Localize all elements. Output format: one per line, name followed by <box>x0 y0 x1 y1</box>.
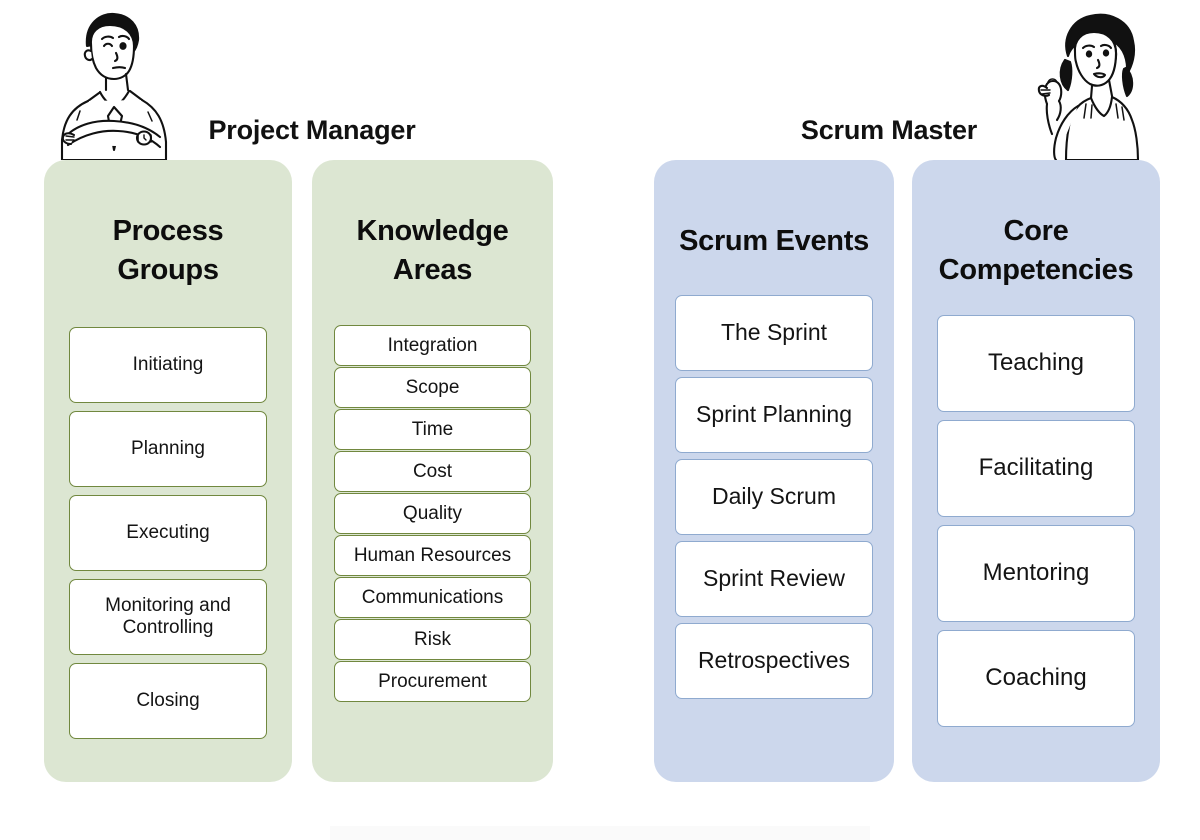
column-title-line2: Groups <box>117 253 219 286</box>
column-title-core-competencies: Core Competencies <box>931 212 1142 289</box>
list-item[interactable]: Procurement <box>334 661 531 703</box>
column-core-competencies: Core Competencies Teaching Facilitating … <box>912 160 1160 782</box>
list-item[interactable]: Teaching <box>937 315 1135 413</box>
list-item[interactable]: Daily Scrum <box>675 458 873 535</box>
role-header-scrum-master: Scrum Master <box>654 8 1160 160</box>
list-item[interactable]: Quality <box>334 493 531 535</box>
list-item[interactable]: The Sprint <box>675 294 873 371</box>
knowledge-areas-list: Integration Scope Time Cost Quality Huma… <box>312 325 553 703</box>
column-title-line1: Process <box>112 215 224 247</box>
list-item[interactable]: Time <box>334 409 531 451</box>
column-process-groups: Process Groups Initiating Planning Execu… <box>44 160 292 782</box>
list-item[interactable]: Planning <box>69 411 267 488</box>
scrum-master-avatar-icon <box>1028 8 1160 160</box>
role-title-scrum-master: Scrum Master <box>800 115 978 145</box>
list-item[interactable]: Sprint Planning <box>675 376 873 453</box>
list-item[interactable]: Cost <box>334 451 531 493</box>
list-item[interactable]: Mentoring <box>937 525 1135 623</box>
column-title-line1: Knowledge <box>356 215 509 247</box>
list-item[interactable]: Retrospectives <box>675 622 873 699</box>
list-item[interactable]: Communications <box>334 577 531 619</box>
list-item[interactable]: Human Resources <box>334 535 531 577</box>
column-title-knowledge-areas: Knowledge Areas <box>349 212 517 289</box>
scrum-events-list: The Sprint Sprint Planning Daily Scrum S… <box>654 294 894 699</box>
column-title-process-groups: Process Groups <box>105 212 232 289</box>
list-item[interactable]: Coaching <box>937 630 1135 728</box>
column-title-scrum-events: Scrum Events <box>679 225 869 257</box>
list-item[interactable]: Sprint Review <box>675 540 873 617</box>
project-manager-avatar-icon <box>44 8 176 160</box>
list-item[interactable]: Integration <box>334 325 531 367</box>
column-title-line2: Areas <box>392 253 473 286</box>
column-title-line1: Core <box>1003 215 1069 247</box>
list-item[interactable]: Closing <box>69 663 267 740</box>
list-item[interactable]: Monitoring and Controlling <box>69 579 267 656</box>
role-header-project-manager: Project Manager <box>44 8 554 160</box>
list-item[interactable]: Executing <box>69 495 267 572</box>
list-item[interactable]: Initiating <box>69 327 267 404</box>
column-scrum-events: Scrum Events The Sprint Sprint Planning … <box>654 160 894 782</box>
column-title-line2: Competencies <box>938 253 1134 286</box>
core-competencies-list: Teaching Facilitating Mentoring Coaching <box>912 315 1160 728</box>
process-groups-list: Initiating Planning Executing Monitoring… <box>44 327 292 740</box>
bottom-band <box>330 826 870 840</box>
role-title-project-manager: Project Manager <box>208 115 416 145</box>
column-knowledge-areas: Knowledge Areas Integration Scope Time C… <box>312 160 553 782</box>
list-item[interactable]: Risk <box>334 619 531 661</box>
list-item[interactable]: Facilitating <box>937 420 1135 518</box>
list-item[interactable]: Scope <box>334 367 531 409</box>
